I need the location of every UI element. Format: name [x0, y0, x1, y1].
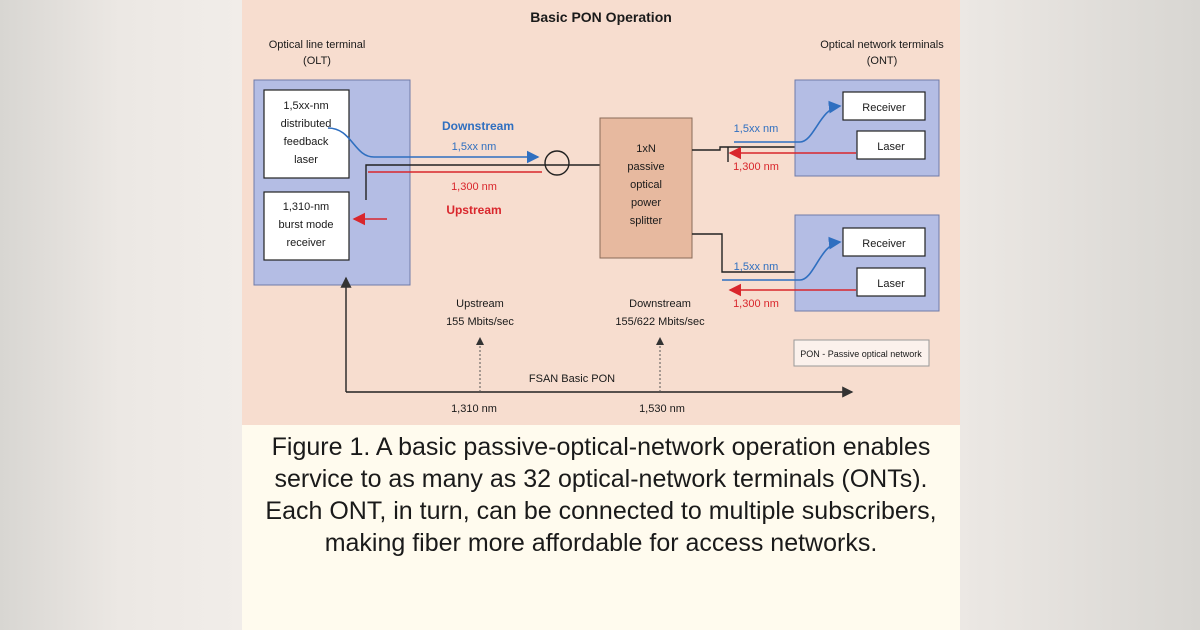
diagram-title: Basic PON Operation — [530, 9, 672, 25]
downstream-arrow — [327, 127, 540, 164]
ont-2-downstream-wavelength: 1,5xx nm — [734, 261, 779, 273]
ont-1-laser-label: Laser — [877, 141, 905, 153]
upstream-label: Upstream — [446, 203, 501, 217]
bottom-upstream-rate: 155 Mbits/sec — [446, 316, 514, 328]
olt-receiver-line1: 1,310-nm — [283, 201, 329, 213]
bottom-upstream-label: Upstream — [456, 298, 504, 310]
fiber-connector — [544, 150, 570, 176]
pon-diagram: Basic PON Operation Optical line termina… — [242, 0, 960, 425]
olt-heading-abbr: (OLT) — [303, 55, 331, 67]
bottom-downstream-rate: 155/622 Mbits/sec — [615, 316, 705, 328]
ont-1-upstream-wavelength: 1,300 nm — [733, 161, 779, 173]
pon-diagram-svg: Basic PON Operation Optical line termina… — [253, 9, 944, 415]
legend-text: PON - Passive optical network — [800, 349, 922, 359]
caption-text: Figure 1. A basic passive-optical-networ… — [265, 433, 937, 557]
figure: Basic PON Operation Optical line termina… — [242, 0, 960, 630]
figure-caption: Figure 1. A basic passive-optical-networ… — [242, 425, 960, 630]
olt-receiver-line3: receiver — [286, 237, 325, 249]
ont-2-upstream-wavelength: 1,300 nm — [733, 298, 779, 310]
olt-fiber — [365, 164, 542, 200]
olt-laser-line1: 1,5xx-nm — [283, 100, 328, 112]
axis-tick-left: 1,310 nm — [451, 403, 497, 415]
splitter-line2: passive — [627, 161, 664, 173]
ont-2-laser-label: Laser — [877, 278, 905, 290]
bottom-downstream-label: Downstream — [629, 298, 691, 310]
splitter-line5: splitter — [630, 215, 663, 227]
splitter-output-1 — [692, 146, 795, 151]
splitter-line1: 1xN — [636, 143, 656, 155]
downstream-wavelength: 1,5xx nm — [452, 141, 497, 153]
olt-laser-box — [263, 89, 350, 179]
axis-label: FSAN Basic PON — [529, 373, 615, 385]
olt-laser-line4: laser — [294, 154, 318, 166]
splitter-line4: power — [631, 197, 661, 209]
ont-2-downstream — [722, 236, 842, 281]
splitter-box — [599, 117, 693, 259]
ont-1-laser-box — [856, 130, 926, 160]
ont-1-receiver-label: Receiver — [862, 102, 906, 114]
splitter-line3: optical — [630, 179, 662, 191]
olt-receiver-box — [263, 191, 350, 261]
ont-2-receiver-label: Receiver — [862, 238, 906, 250]
upstream-wavelength: 1,300 nm — [451, 181, 497, 193]
olt-laser-line2: distributed — [281, 118, 332, 130]
ont-1-downstream — [734, 100, 842, 143]
downstream-label: Downstream — [442, 119, 514, 133]
splitter-output-2 — [692, 233, 795, 273]
ont-heading: Optical network terminals — [820, 39, 944, 51]
ont-1-receiver-box — [842, 91, 926, 121]
axis-tick-right: 1,530 nm — [639, 403, 685, 415]
ont-2-laser-box — [856, 267, 926, 297]
olt-receiver-line2: burst mode — [278, 219, 333, 231]
olt-laser-line3: feedback — [284, 136, 329, 148]
ont-2-receiver-box — [842, 227, 926, 257]
legend-box — [793, 339, 930, 367]
ont-1-downstream-wavelength: 1,5xx nm — [734, 123, 779, 135]
ont-heading-abbr: (ONT) — [867, 55, 898, 67]
olt-heading: Optical line terminal — [269, 39, 366, 51]
